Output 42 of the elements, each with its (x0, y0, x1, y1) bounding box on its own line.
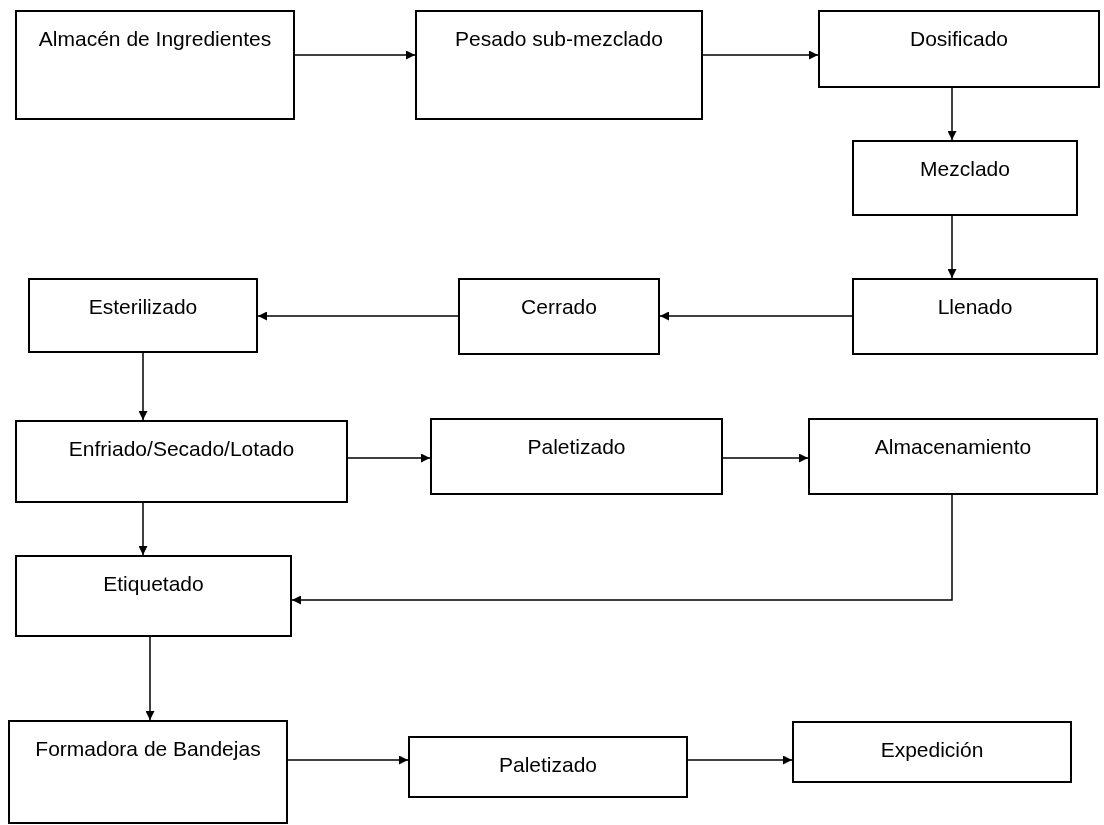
process-box (852, 140, 1078, 216)
arrow (294, 50, 416, 60)
process-box (852, 278, 1098, 355)
process-box (792, 721, 1072, 783)
arrow (947, 215, 957, 279)
process-box (15, 10, 295, 120)
step-label: Paletizado (498, 752, 598, 778)
arrow (722, 453, 809, 463)
process-box (808, 418, 1098, 495)
step-label: Dosificado (909, 26, 1009, 52)
arrow (347, 453, 431, 463)
step-label: Almacenamiento (874, 434, 1032, 460)
step-label: Llenado (937, 294, 1013, 320)
arrow (687, 755, 793, 765)
process-box (430, 418, 723, 495)
arrow (138, 352, 148, 421)
step-label: Cerrado (521, 294, 597, 320)
arrow (145, 636, 155, 721)
arrow (659, 311, 853, 321)
process-box (8, 720, 288, 824)
process-box (458, 278, 660, 355)
step-label: Esterilizado (88, 294, 198, 320)
process-box (15, 555, 292, 637)
step-label: Enfriado/Secado/Lotado (68, 436, 295, 462)
arrow (291, 494, 953, 605)
step-label: Formadora de Bandejas (35, 736, 261, 762)
step-label: Etiquetado (103, 571, 204, 597)
arrow (257, 311, 459, 321)
arrow (287, 755, 409, 765)
process-box (28, 278, 258, 353)
process-box (408, 736, 688, 798)
step-label: Mezclado (920, 156, 1010, 182)
process-box (415, 10, 703, 120)
step-label: Paletizado (527, 434, 626, 460)
arrow (702, 50, 819, 60)
step-label: Almacén de Ingredientes (38, 26, 272, 52)
step-label: Pesado sub-mezclado (455, 26, 663, 52)
process-box (15, 420, 348, 503)
step-label: Expedición (880, 737, 984, 763)
arrow (138, 502, 148, 556)
arrow (947, 87, 957, 141)
process-box (818, 10, 1100, 88)
